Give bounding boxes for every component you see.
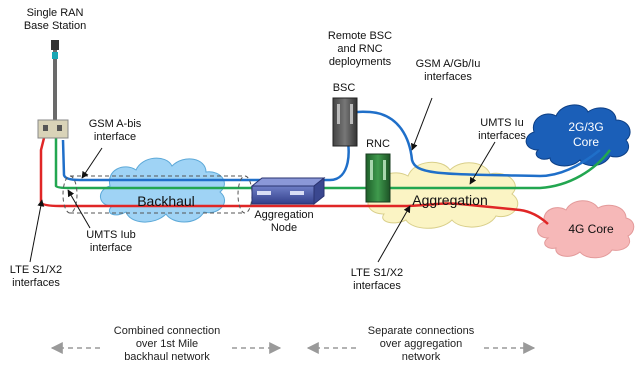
lte-left-label: LTE S1/X2 interfaces bbox=[4, 264, 68, 290]
umts-iub-arrow bbox=[67, 189, 91, 229]
gsm-agbiu-label-line2: interfaces bbox=[424, 71, 472, 83]
umts-iu-label-line2: interfaces bbox=[478, 130, 526, 142]
core-4g-label: 4G Core bbox=[568, 222, 614, 236]
lte-left-label-line1: LTE S1/X2 bbox=[9, 264, 63, 276]
umts-iub-label-line1: UMTS Iub bbox=[86, 229, 136, 241]
base-station-icon bbox=[37, 40, 69, 139]
bsc-label: BSC bbox=[332, 82, 356, 94]
backhaul-cloud bbox=[100, 157, 226, 223]
gsm-abis-label-line2: interface bbox=[93, 131, 137, 143]
umts-iub-label-line2: interface bbox=[89, 242, 133, 254]
gsm-abis-arrow bbox=[81, 147, 103, 179]
footer-right-line2: over aggregation bbox=[379, 338, 463, 350]
umts-iu-arrow bbox=[469, 141, 496, 185]
gsm-agbiu-arrow bbox=[410, 97, 433, 151]
aggregation-node-label-line2: Node bbox=[270, 222, 298, 234]
aggregation-cloud-label: Aggregation bbox=[412, 192, 488, 208]
lte-mid-arrow bbox=[377, 205, 411, 263]
aggregation-node-icon bbox=[250, 176, 326, 206]
base-station-label: Single RAN Base Station bbox=[14, 7, 96, 33]
remote-deployments-label: Remote BSC and RNC deployments bbox=[320, 30, 400, 69]
lte-mid-label: LTE S1/X2 interfaces bbox=[342, 267, 412, 293]
gsm-abis-label: GSM A-bis interface bbox=[80, 118, 150, 144]
footer-left-line1: Combined connection bbox=[113, 325, 221, 337]
aggregation-node-label: Aggregation Node bbox=[246, 209, 322, 235]
lte-mid-label-line2: interfaces bbox=[353, 280, 401, 292]
gsm-agbiu-label: GSM A/Gb/Iu interfaces bbox=[408, 58, 488, 84]
core-4g-cloud bbox=[537, 200, 635, 259]
combined-tunnel bbox=[70, 175, 245, 214]
base-station-label-line1: Single RAN bbox=[26, 7, 84, 19]
footer-right-line3: network bbox=[401, 351, 441, 363]
core-2g3g-label-line1: 2G/3G bbox=[568, 120, 604, 134]
backhaul-label: Backhaul bbox=[137, 193, 195, 209]
rnc-label: RNC bbox=[366, 138, 390, 150]
gsm-abis-label-line1: GSM A-bis bbox=[88, 118, 142, 130]
remote-label-line3: deployments bbox=[328, 56, 392, 68]
tunnel-end-left bbox=[62, 175, 78, 214]
lte-left-label-line2: interfaces bbox=[12, 277, 60, 289]
lte-left-arrow bbox=[29, 199, 45, 263]
gsm-agbiu-label-line1: GSM A/Gb/Iu bbox=[415, 58, 481, 70]
bsc-icon bbox=[332, 97, 358, 147]
umts-iub-label: UMTS Iub interface bbox=[76, 229, 146, 255]
core-2g3g-label: 2G/3G Core bbox=[556, 120, 616, 150]
umts-line bbox=[54, 138, 611, 190]
gsm-line bbox=[61, 110, 601, 182]
tunnel-end-right bbox=[237, 175, 253, 214]
aggregation-node-label-line1: Aggregation bbox=[254, 209, 314, 221]
lte-mid-label-line1: LTE S1/X2 bbox=[350, 267, 404, 279]
footer-combined-label: Combined connection over 1st Mile backha… bbox=[104, 325, 230, 364]
core-2g3g-label-line2: Core bbox=[572, 135, 599, 149]
remote-label-line2: and RNC bbox=[337, 43, 383, 55]
umts-iu-label: UMTS Iu interfaces bbox=[470, 117, 534, 143]
remote-label-line1: Remote BSC bbox=[327, 30, 393, 42]
footer-separate-label: Separate connections over aggregation ne… bbox=[358, 325, 484, 364]
footer-left-line2: over 1st Mile bbox=[135, 338, 199, 350]
rnc-icon bbox=[365, 153, 391, 203]
footer-left-line3: backhaul network bbox=[124, 351, 210, 363]
umts-iu-label-line1: UMTS Iu bbox=[480, 117, 524, 129]
footer-right-line1: Separate connections bbox=[367, 325, 475, 337]
core-2g3g-cloud bbox=[525, 104, 631, 167]
base-station-label-line2: Base Station bbox=[23, 20, 87, 32]
